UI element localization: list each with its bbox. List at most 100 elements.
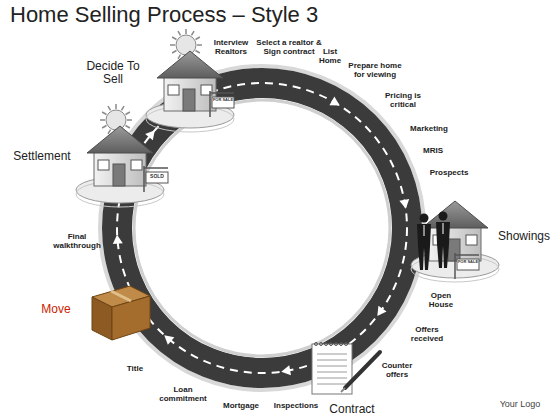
- house-wall: [94, 150, 146, 186]
- sun-ray: [170, 44, 175, 46]
- sun-ray: [127, 119, 132, 121]
- road-arrowhead: [164, 335, 174, 345]
- person-head: [420, 214, 429, 223]
- sun-ray: [100, 119, 105, 121]
- notepad-ring: [320, 343, 323, 346]
- box-front: [112, 296, 150, 340]
- notepad-ring: [340, 343, 343, 346]
- notepad-line: [317, 378, 347, 379]
- road-arrowhead: [329, 97, 339, 106]
- stage-label: Decide To Sell: [78, 60, 148, 87]
- house-picture: [411, 201, 499, 282]
- sun-ray: [197, 44, 202, 46]
- person-body: [436, 222, 450, 268]
- step-label: List Home: [313, 48, 347, 66]
- sun-ray: [172, 37, 176, 40]
- stage-label: Move: [31, 303, 81, 316]
- pen-tip: [341, 388, 345, 392]
- sign-arm: [455, 254, 479, 256]
- ring-road: [117, 83, 407, 373]
- notepad-ring: [330, 343, 333, 346]
- slide-title: Home Selling Process – Style 3: [10, 2, 318, 28]
- step-label: MRIS: [413, 147, 453, 156]
- stage-label: Contract: [317, 403, 387, 416]
- sign-board: [146, 172, 168, 183]
- house-window: [98, 160, 109, 170]
- notepad-line: [317, 366, 347, 367]
- stage-pictures: [76, 29, 499, 394]
- house-picture: [76, 104, 168, 207]
- sun-ray: [185, 29, 187, 34]
- sun-ray: [172, 51, 176, 54]
- house-door: [183, 89, 195, 111]
- house-door: [448, 239, 460, 261]
- notepad-line: [317, 360, 347, 361]
- road-arrowhead: [399, 199, 409, 209]
- sun-ray: [196, 37, 200, 40]
- person-body: [417, 224, 431, 270]
- notepad-line: [317, 372, 347, 373]
- sun-ray: [102, 126, 106, 129]
- road-center-line: [117, 83, 407, 373]
- step-label: Pricing is critical: [377, 92, 429, 110]
- sun-ray: [178, 55, 181, 59]
- road-rim: [100, 66, 424, 390]
- step-label: Interview Realtors: [205, 39, 257, 57]
- road-arrowhead: [281, 365, 291, 375]
- sign-post: [209, 91, 211, 117]
- step-label: Marketing: [401, 125, 457, 134]
- person-head: [439, 212, 448, 221]
- person: [436, 212, 450, 269]
- notepad-ring: [315, 343, 318, 346]
- house-window: [131, 160, 142, 170]
- step-label: Final walkthrough: [46, 233, 108, 251]
- pen: [345, 352, 380, 388]
- person-shirt: [443, 223, 444, 234]
- sun-ray: [178, 31, 181, 35]
- step-label: Prepare home for viewing: [344, 62, 406, 80]
- road-arrowhead: [377, 306, 386, 316]
- sun-ray: [115, 104, 117, 109]
- notepad-ring: [325, 343, 328, 346]
- house-window: [466, 235, 477, 245]
- road-arrowhead: [113, 235, 123, 244]
- house-door: [113, 164, 125, 186]
- sun-ray: [192, 31, 195, 35]
- sun-ray: [108, 130, 111, 134]
- road-arrowhead: [145, 130, 155, 140]
- step-label: Inspections: [268, 402, 324, 411]
- step-label: Offers received: [402, 326, 452, 344]
- sun-ray: [102, 112, 106, 115]
- sign-post: [454, 253, 456, 279]
- sign-board: [212, 97, 234, 108]
- sun-ray: [122, 106, 125, 110]
- step-label: Loan commitment: [155, 386, 211, 404]
- house-roof: [157, 51, 223, 78]
- contract-notepad: [312, 343, 380, 395]
- house-roof: [87, 126, 153, 153]
- step-label: Open House: [421, 292, 461, 310]
- sun: [106, 110, 126, 130]
- sun: [176, 35, 196, 55]
- notepad-line: [317, 384, 347, 385]
- step-label: Counter offers: [372, 362, 422, 380]
- house-roof: [422, 201, 488, 228]
- house-platform: [411, 252, 499, 278]
- moving-box: [92, 286, 150, 340]
- sign-board: [457, 259, 479, 270]
- sun-ray: [196, 51, 200, 54]
- sign-text: FOR SALE: [457, 260, 479, 264]
- step-label: Select a realtor & Sign contract: [249, 39, 329, 57]
- sign-text: SOLD: [146, 174, 168, 180]
- sun-ray: [108, 106, 111, 110]
- person: [417, 214, 431, 271]
- person-shirt: [424, 225, 425, 236]
- step-label: Prospects: [421, 169, 477, 178]
- notepad-ring: [335, 343, 338, 346]
- sign-arm: [210, 92, 234, 94]
- house-wall: [164, 75, 216, 111]
- box-tape: [111, 291, 131, 301]
- stage-label: Settlement: [6, 150, 78, 163]
